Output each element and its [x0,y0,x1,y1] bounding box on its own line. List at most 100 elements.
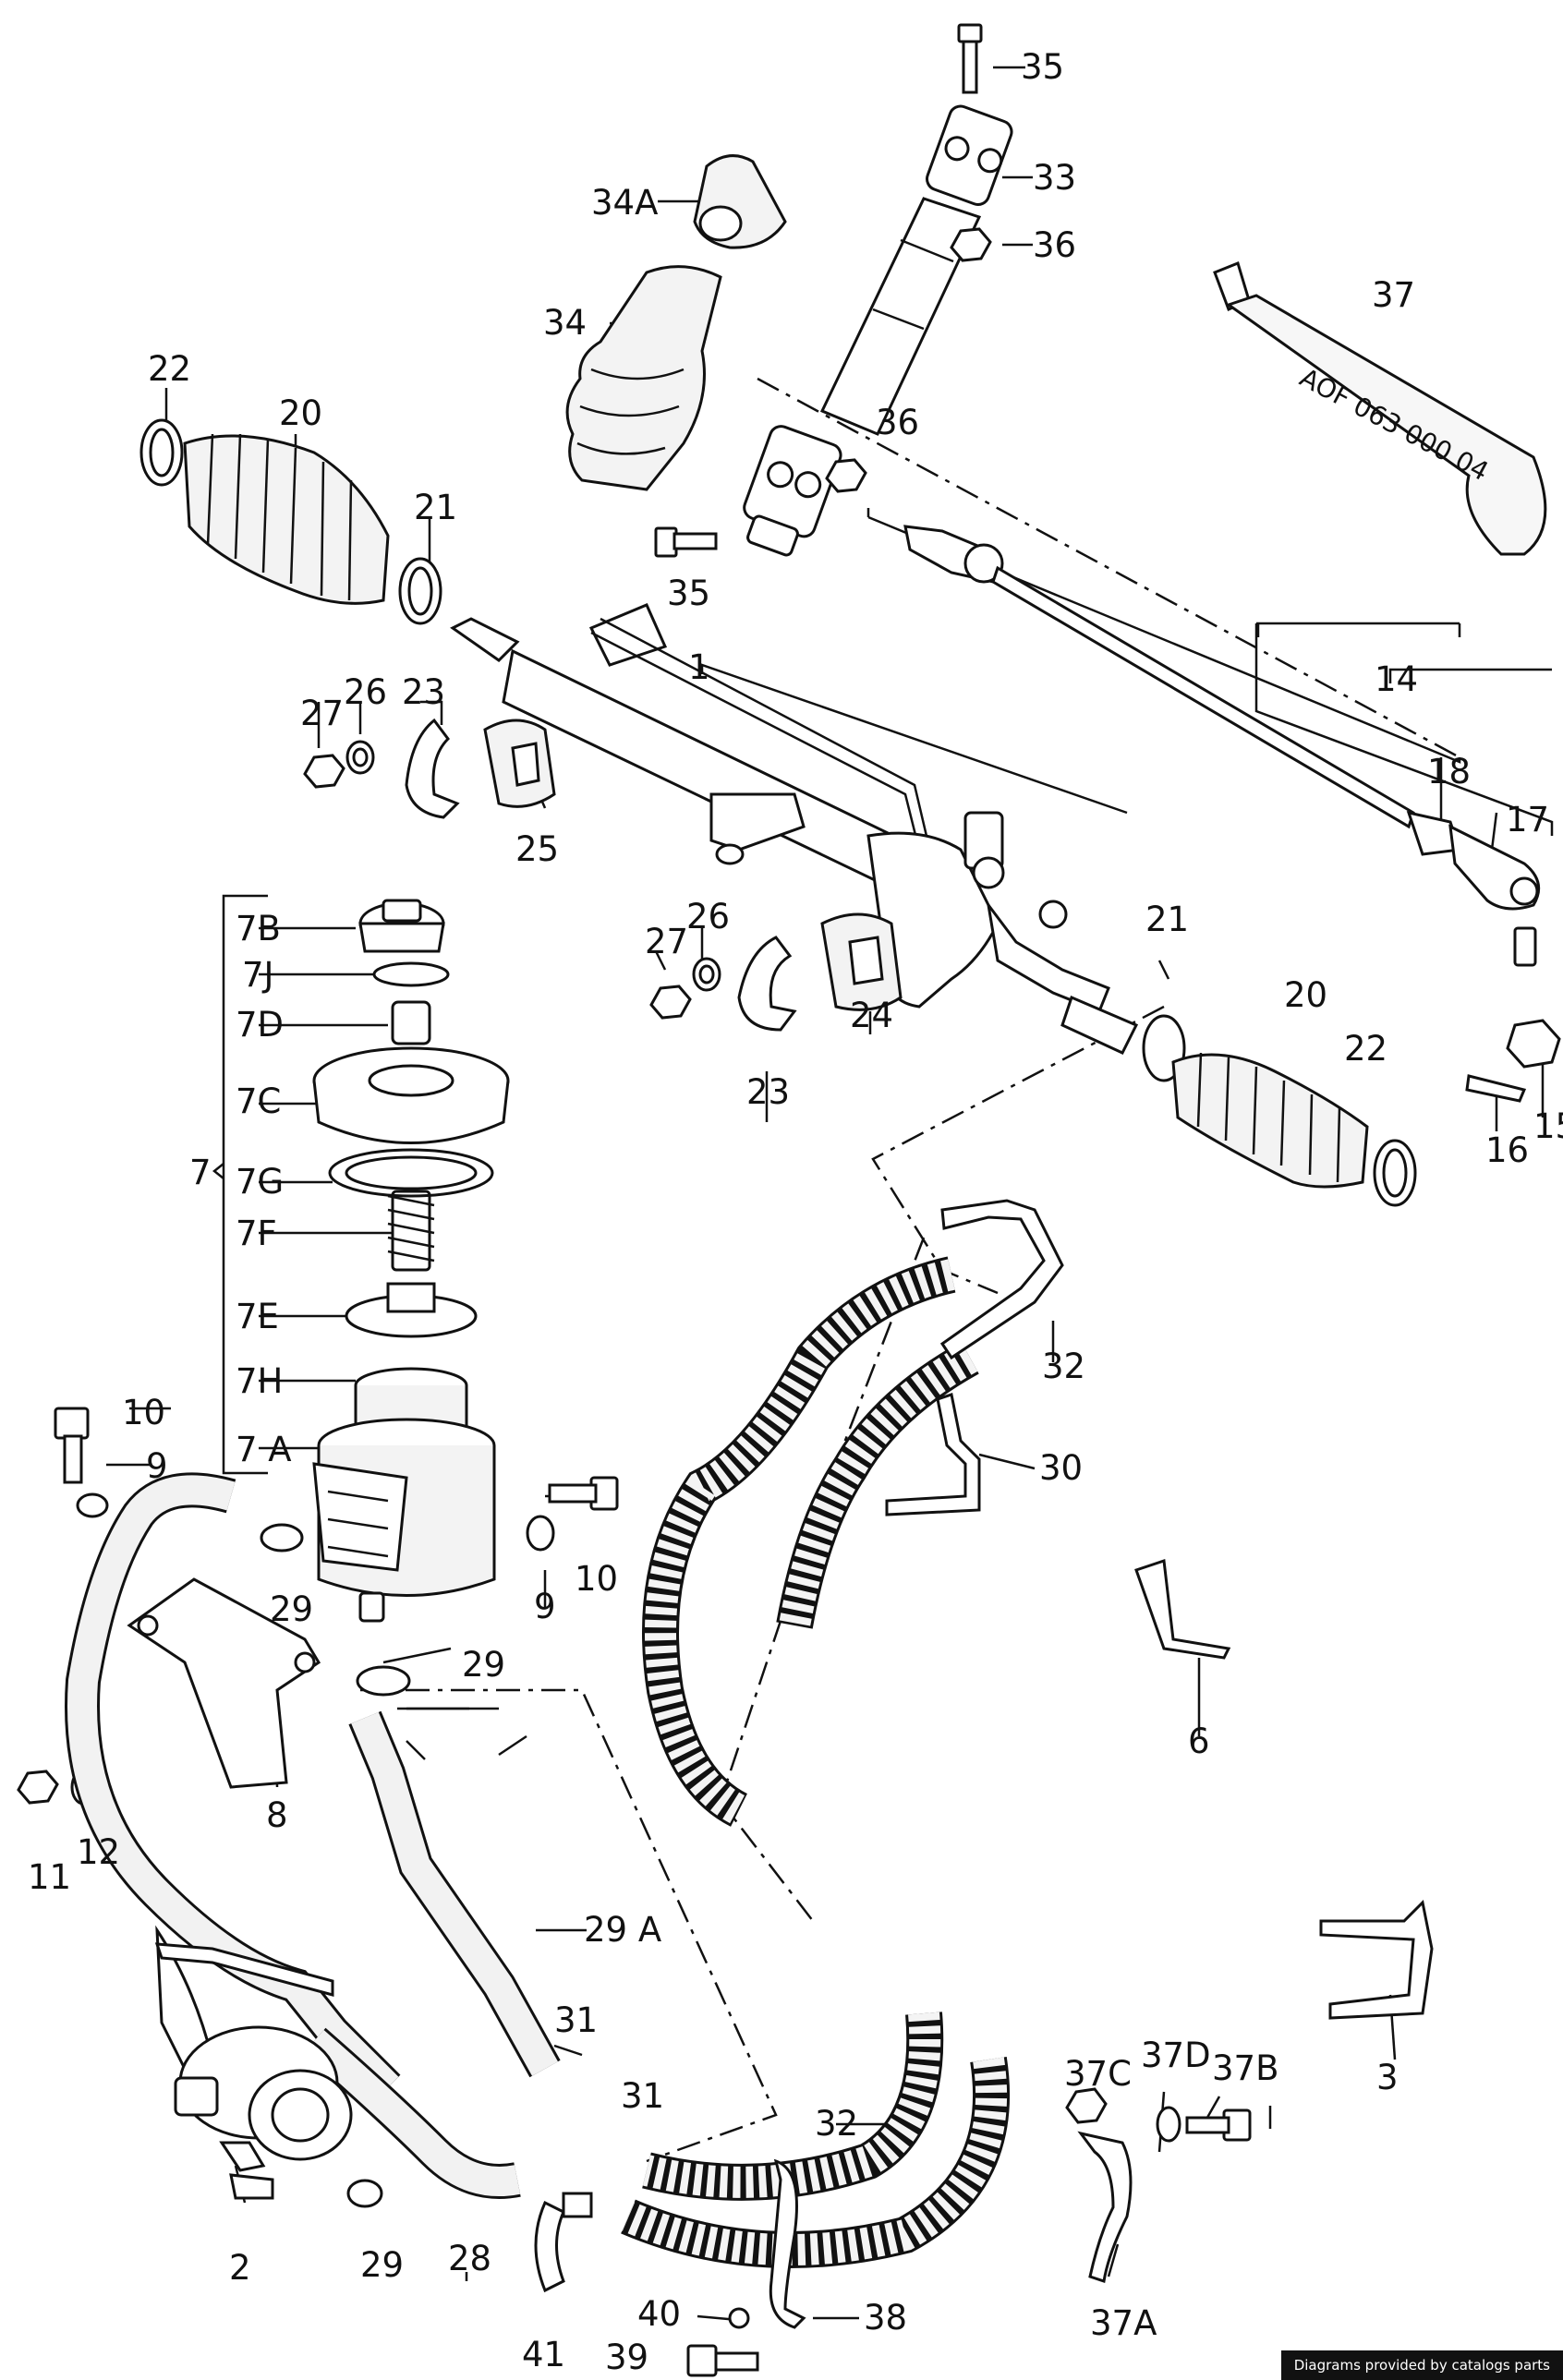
bracket-8 [127,1577,321,1789]
callout-24: 24 [850,996,893,1035]
clip-38 [769,2158,806,2329]
callout-32-upper: 32 [1042,1347,1085,1386]
callout-37d: 37D [1141,2036,1211,2075]
lid-7c [312,1046,510,1144]
callout-7d: 7D [236,1005,284,1045]
filter-7d [391,1000,431,1045]
lower-joint [743,425,842,557]
callout-29-mid: 29 [462,1645,505,1685]
callout-11: 11 [28,1857,71,1897]
nut-36-lower [825,458,867,493]
callout-36-top: 36 [1033,225,1076,265]
spring-7f [387,1190,435,1272]
steering-rack-1 [450,603,1139,1055]
callout-41: 41 [522,2335,565,2374]
callout-32-lower: 32 [815,2104,858,2144]
callout-29a: 29 A [584,1910,661,1950]
bolt-39 [686,2344,759,2377]
nut-15 [1506,1019,1561,1069]
callout-37: 37 [1372,275,1415,315]
callout-labels: 35 33 36 34A 37 34 36 22 20 21 35 1 14 2… [28,47,1563,2377]
callout-31-upper: 31 [554,2000,598,2040]
bolt-10-left [54,1407,90,1484]
bolt-35-lower [654,526,718,558]
bushing-25 [483,719,556,808]
callout-29-upper: 29 [270,1589,313,1629]
clamp-29 [356,1665,411,1697]
bracket-23-left [405,718,460,819]
callout-33: 33 [1033,158,1076,198]
callout-7e: 7E [236,1297,279,1336]
callout-40: 40 [637,2294,681,2334]
bracket-23-right [737,936,797,1032]
callout-9-right: 9 [534,1587,556,1626]
callout-34a: 34A [591,183,658,223]
bolt-37b [1185,2108,1252,2142]
ring-7j [372,961,450,987]
callout-3: 3 [1376,2058,1399,2097]
callout-38: 38 [864,2298,907,2338]
callout-7j: 7J [242,955,273,995]
bolt-10-right [548,1476,619,1511]
callout-31-lower: 31 [621,2076,664,2116]
callout-2: 2 [229,2248,251,2288]
pump-2 [155,1925,353,2200]
callout-29-lower: 29 [360,2245,404,2285]
tie-rod-14 [903,525,1541,967]
nut-37c [1065,2087,1108,2124]
cap-34a [693,154,787,249]
part-shapes: AOF 063 000 04 [17,23,1561,2377]
callout-26-right: 26 [686,897,730,936]
callout-10-right: 10 [575,1559,618,1599]
callout-17: 17 [1506,800,1549,840]
callout-23-left: 23 [402,672,445,712]
callout-7: 7 [189,1153,212,1192]
boot-34 [565,265,722,491]
callout-15: 15 [1533,1106,1563,1146]
callout-37b: 37B [1212,2048,1278,2088]
nut-36-top [950,227,992,262]
callout-35-lower: 35 [667,574,710,613]
callout-7b: 7B [236,909,281,948]
clamp-37a [1077,2131,1133,2283]
boot-20-left [183,433,390,605]
callout-27-left: 27 [300,694,344,733]
callout-9-left: 9 [146,1446,168,1486]
callout-39: 39 [605,2338,648,2377]
callout-20-left: 20 [279,393,322,433]
callout-12: 12 [77,1832,120,1872]
callout-10-left: 10 [122,1393,165,1432]
callout-26-left: 26 [344,672,387,712]
callout-14: 14 [1375,659,1418,699]
washer-40 [728,2307,750,2329]
callout-37a: 37A [1090,2303,1157,2343]
cotter-pin-16 [1465,1074,1527,1103]
callout-25: 25 [515,829,559,869]
clamp-41 [534,2200,565,2293]
credit-badge: Diagrams provided by catalogs parts [1280,2350,1563,2380]
callout-21-right: 21 [1145,900,1189,939]
callout-22-left: 22 [148,349,191,389]
callout-30: 30 [1039,1448,1083,1488]
callout-7a: 7 A [236,1430,292,1469]
callout-7h: 7H [236,1361,283,1401]
callout-18: 18 [1427,752,1471,791]
clamp-22-left [139,418,184,487]
callout-22-right: 22 [1344,1029,1387,1069]
bushing-24 [820,912,903,1011]
callout-6: 6 [1188,1722,1210,1761]
callout-20-right: 20 [1284,975,1327,1015]
callout-36-lower: 36 [876,403,919,442]
nut-11 [17,1770,59,1805]
callout-7g: 7G [236,1162,284,1202]
callout-7c: 7C [236,1081,281,1121]
callout-35-top: 35 [1021,47,1064,87]
washer-37d [1156,2106,1181,2143]
bolt-35-top [957,23,983,94]
boot-20-right [1171,1052,1369,1189]
reservoir-cap-7b [358,899,445,953]
callout-7f: 7F [236,1214,277,1253]
universal-joint-33 [926,104,1013,206]
callout-8: 8 [266,1795,288,1835]
